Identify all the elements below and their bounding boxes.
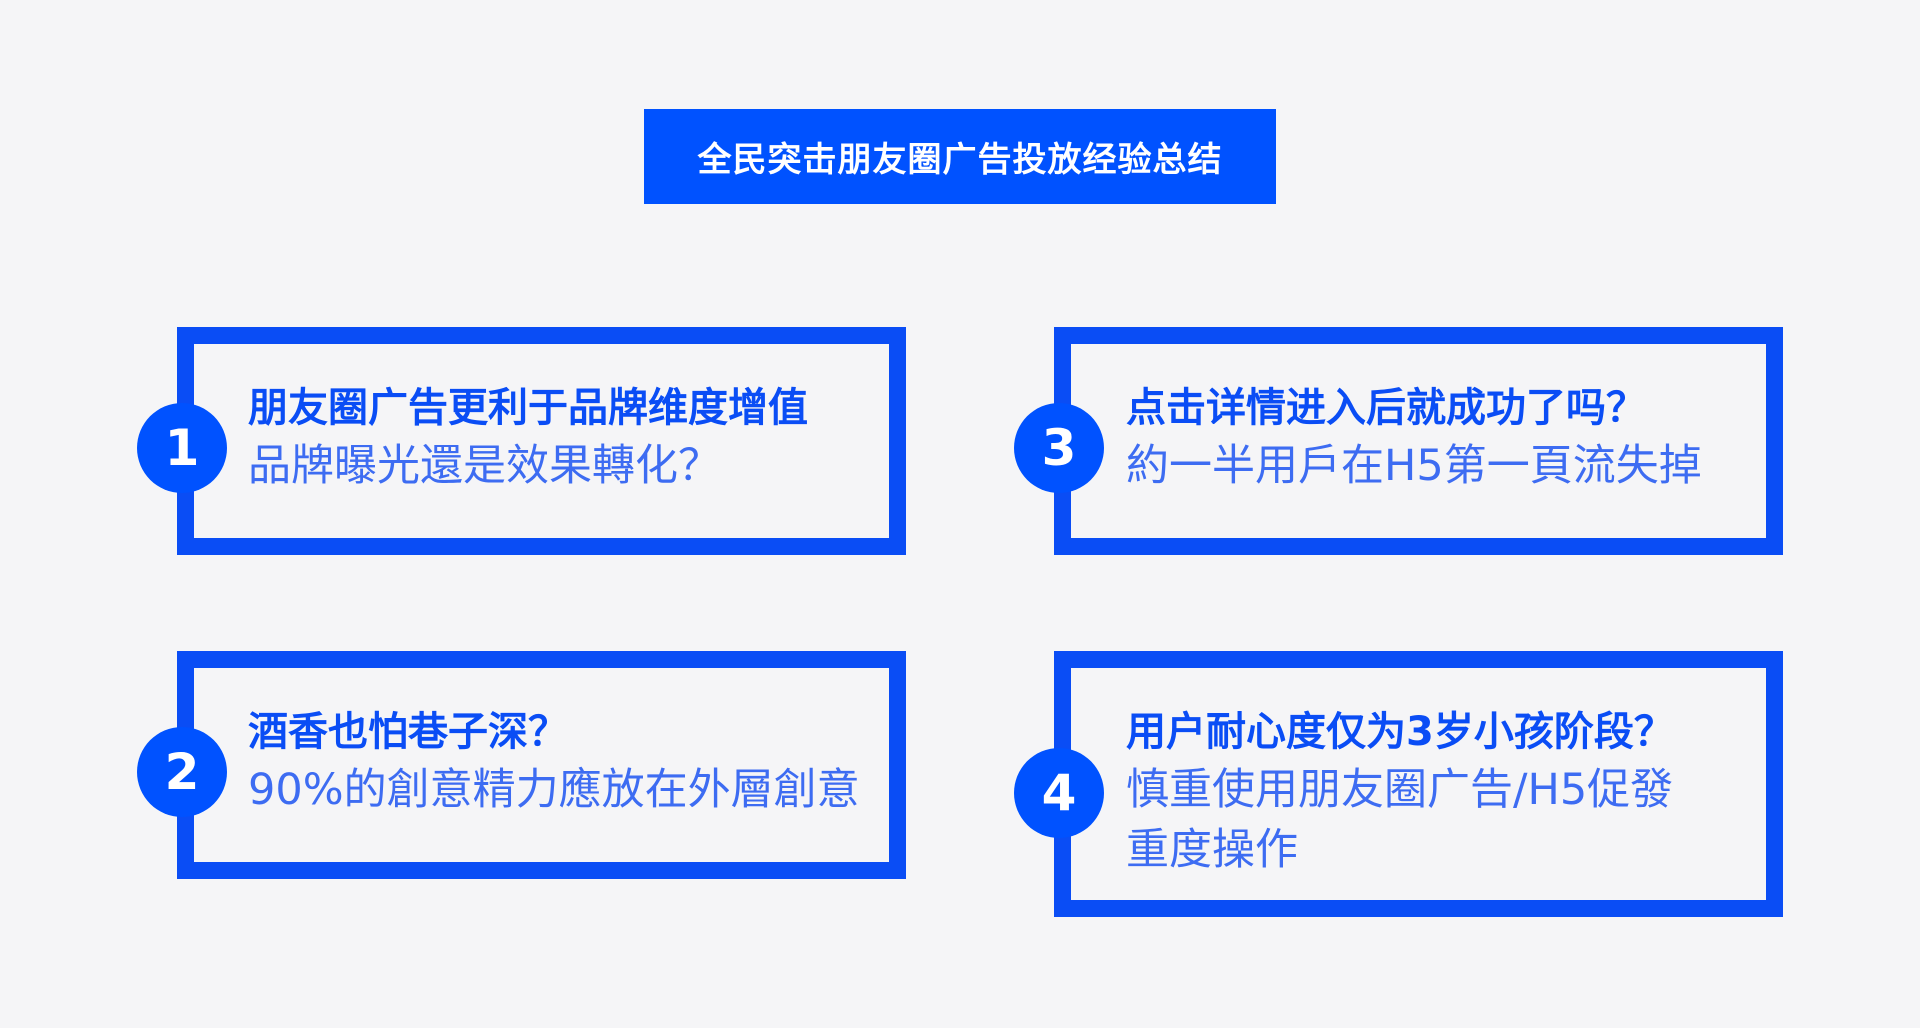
card-4-frame xyxy=(1054,651,1783,917)
card-4-subline-2: 重度操作 xyxy=(1126,825,1298,875)
card-3-subline: 約一半用戶在H5第一頁流失掉 xyxy=(1126,441,1702,491)
card-3-text: 点击详情进入后就成功了吗？ 約一半用戶在H5第一頁流失掉 xyxy=(1126,380,1702,496)
number-badge-4: 4 xyxy=(1014,748,1104,838)
number-badge-2: 2 xyxy=(137,727,227,817)
card-3-frame xyxy=(1054,327,1783,555)
number-badge-3: 3 xyxy=(1014,403,1104,493)
title-banner: 全民突击朋友圈广告投放经验总结 xyxy=(644,109,1276,204)
card-3-headline: 点击详情进入后就成功了吗？ xyxy=(1126,385,1646,431)
card-1-frame xyxy=(177,327,906,555)
card-2-subline: 90%的創意精力應放在外層創意 xyxy=(248,765,860,815)
card-2-frame xyxy=(177,651,906,879)
card-4-subline-1: 慎重使用朋友圈广告/H5促發 xyxy=(1126,765,1674,815)
card-1-text: 朋友圈广告更利于品牌维度增值 品牌曝光還是效果轉化？ xyxy=(248,380,808,496)
number-badge-1: 1 xyxy=(137,403,227,493)
card-2-text: 酒香也怕巷子深？ 90%的創意精力應放在外層創意 xyxy=(248,704,860,820)
card-1-headline: 朋友圈广告更利于品牌维度增值 xyxy=(248,385,808,431)
card-4-text: 用户耐心度仅为3岁小孩阶段？ 慎重使用朋友圈广告/H5促發 重度操作 xyxy=(1126,704,1674,880)
card-4-headline: 用户耐心度仅为3岁小孩阶段？ xyxy=(1126,709,1674,755)
card-1-subline: 品牌曝光還是效果轉化？ xyxy=(248,441,721,491)
card-2-headline: 酒香也怕巷子深？ xyxy=(248,709,568,755)
